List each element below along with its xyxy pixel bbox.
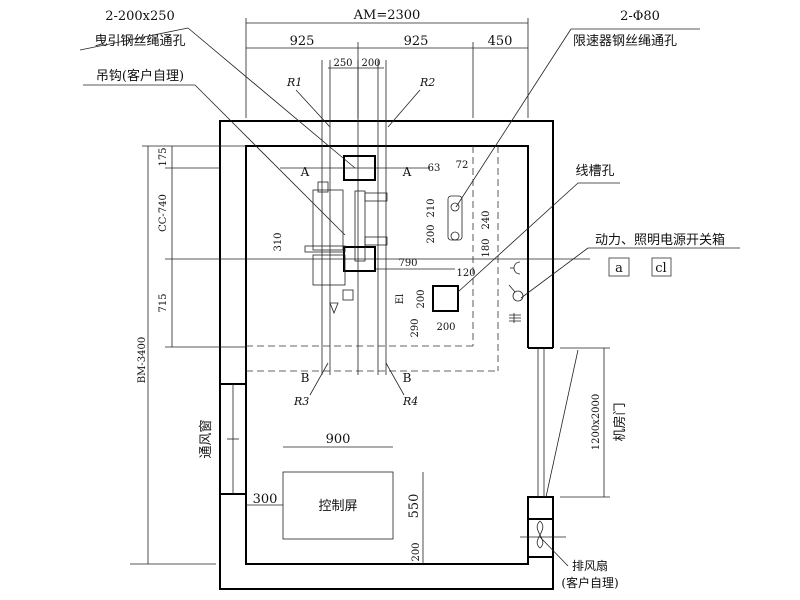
dim-310: 310 xyxy=(273,232,284,251)
machine-part xyxy=(342,289,354,301)
dim-290: 290 xyxy=(410,318,421,337)
dim-210: 210 xyxy=(426,198,437,217)
dim-715: 715 xyxy=(158,293,169,312)
leader-line xyxy=(309,362,329,396)
room-walls xyxy=(219,120,579,590)
dim-550: 550 xyxy=(407,494,422,519)
socket-icon xyxy=(513,261,521,275)
control-panel xyxy=(282,471,394,540)
left-dimensions xyxy=(130,145,246,565)
top-dimensions xyxy=(245,18,529,118)
machine-part xyxy=(364,192,388,202)
machine-motor xyxy=(312,254,346,286)
fan-note-label: (客户自理) xyxy=(561,575,618,590)
dim-bm: BM-3400 xyxy=(137,337,148,383)
leader-line xyxy=(385,362,405,396)
machine-part xyxy=(304,245,346,253)
governor-hole-size-label: 2-Φ80 xyxy=(620,9,660,24)
section-a-left: A xyxy=(300,165,310,179)
hook-icon xyxy=(329,302,339,315)
dim-200-top: 200 xyxy=(361,58,380,69)
machine-part xyxy=(364,236,388,246)
switch-symbols xyxy=(508,261,524,323)
fan-box xyxy=(527,496,554,558)
traction-machine xyxy=(304,181,388,315)
traction-hole-name-label: 曳引钢丝绳通孔 xyxy=(94,34,185,49)
leader-line xyxy=(387,89,421,128)
lamp-icon xyxy=(512,290,524,302)
dim-790: 790 xyxy=(398,258,417,269)
governor-hole xyxy=(450,231,460,241)
small-mark: El xyxy=(395,294,406,305)
dim-63: 63 xyxy=(428,163,441,174)
dim-300: 300 xyxy=(253,492,278,507)
legend-a-box xyxy=(608,257,630,277)
dim-240: 240 xyxy=(481,210,492,229)
machine-body xyxy=(312,189,344,251)
guide-lines xyxy=(165,60,590,375)
leader-line xyxy=(539,536,569,567)
section-a-right: A xyxy=(402,165,412,179)
inner-wall xyxy=(245,145,529,565)
marker-r2: R2 xyxy=(419,76,435,89)
dim-900: 900 xyxy=(326,432,351,447)
governor-hole-name-label: 限速器钢丝绳通孔 xyxy=(573,34,677,49)
cable-slot-label: 线槽孔 xyxy=(575,164,614,179)
dim-925-right: 925 xyxy=(404,34,429,49)
leader-line xyxy=(520,247,589,299)
legend-a-label: a xyxy=(615,261,623,276)
switch-icon xyxy=(509,313,521,323)
dim-180: 180 xyxy=(481,238,492,257)
dim-175: 175 xyxy=(158,147,169,166)
dim-120: 120 xyxy=(456,268,475,279)
marker-r4: R4 xyxy=(402,395,418,408)
marker-r1: R1 xyxy=(286,76,302,89)
dim-200-cable: 200 xyxy=(416,289,427,308)
legend-c1-label: cl xyxy=(655,261,666,276)
control-panel-label: 控制屏 xyxy=(318,499,357,514)
dim-450: 450 xyxy=(488,34,513,49)
cable-slot-hole xyxy=(432,285,459,312)
machine-part xyxy=(317,181,329,193)
dim-am: AM=2300 xyxy=(353,8,421,23)
dim-72: 72 xyxy=(456,160,469,171)
machine-shaft xyxy=(354,190,366,262)
section-b-right: B xyxy=(403,371,412,385)
door-size-label: 1200x2000 xyxy=(591,394,602,451)
leader-line xyxy=(194,84,346,236)
leader-line xyxy=(295,89,331,128)
leader-line xyxy=(79,27,189,51)
dim-200-slot: 200 xyxy=(426,224,437,243)
dim-925-left: 925 xyxy=(290,34,315,49)
fan-name-label: 排风扇 xyxy=(572,558,608,573)
dim-200-width: 200 xyxy=(436,322,455,333)
lamp-icon xyxy=(508,284,516,293)
section-b-left: B xyxy=(301,371,310,385)
door-name-label: 机房门 xyxy=(612,402,628,441)
vent-window-label: 通风窗 xyxy=(198,419,214,458)
dim-200-bottom: 200 xyxy=(411,542,422,561)
marker-r3: R3 xyxy=(293,395,309,408)
leader-line xyxy=(457,182,579,293)
dim-cc: CC-740 xyxy=(158,194,169,232)
fan-icon xyxy=(536,520,544,549)
leader-line xyxy=(187,27,356,169)
outer-wall xyxy=(219,120,554,590)
leader-line xyxy=(455,28,572,208)
traction-hole-top xyxy=(343,155,376,181)
traction-hole-bottom xyxy=(343,246,376,272)
dim-250: 250 xyxy=(333,58,352,69)
traction-hole-size-label: 2-200x250 xyxy=(105,9,175,24)
legend-c1-box xyxy=(651,257,672,277)
power-switch-label: 动力、照明电源开关箱 xyxy=(595,232,725,248)
hook-label: 吊钩(客户自理) xyxy=(96,68,184,84)
governor-hole xyxy=(450,202,460,212)
door-swing-line xyxy=(545,349,579,498)
